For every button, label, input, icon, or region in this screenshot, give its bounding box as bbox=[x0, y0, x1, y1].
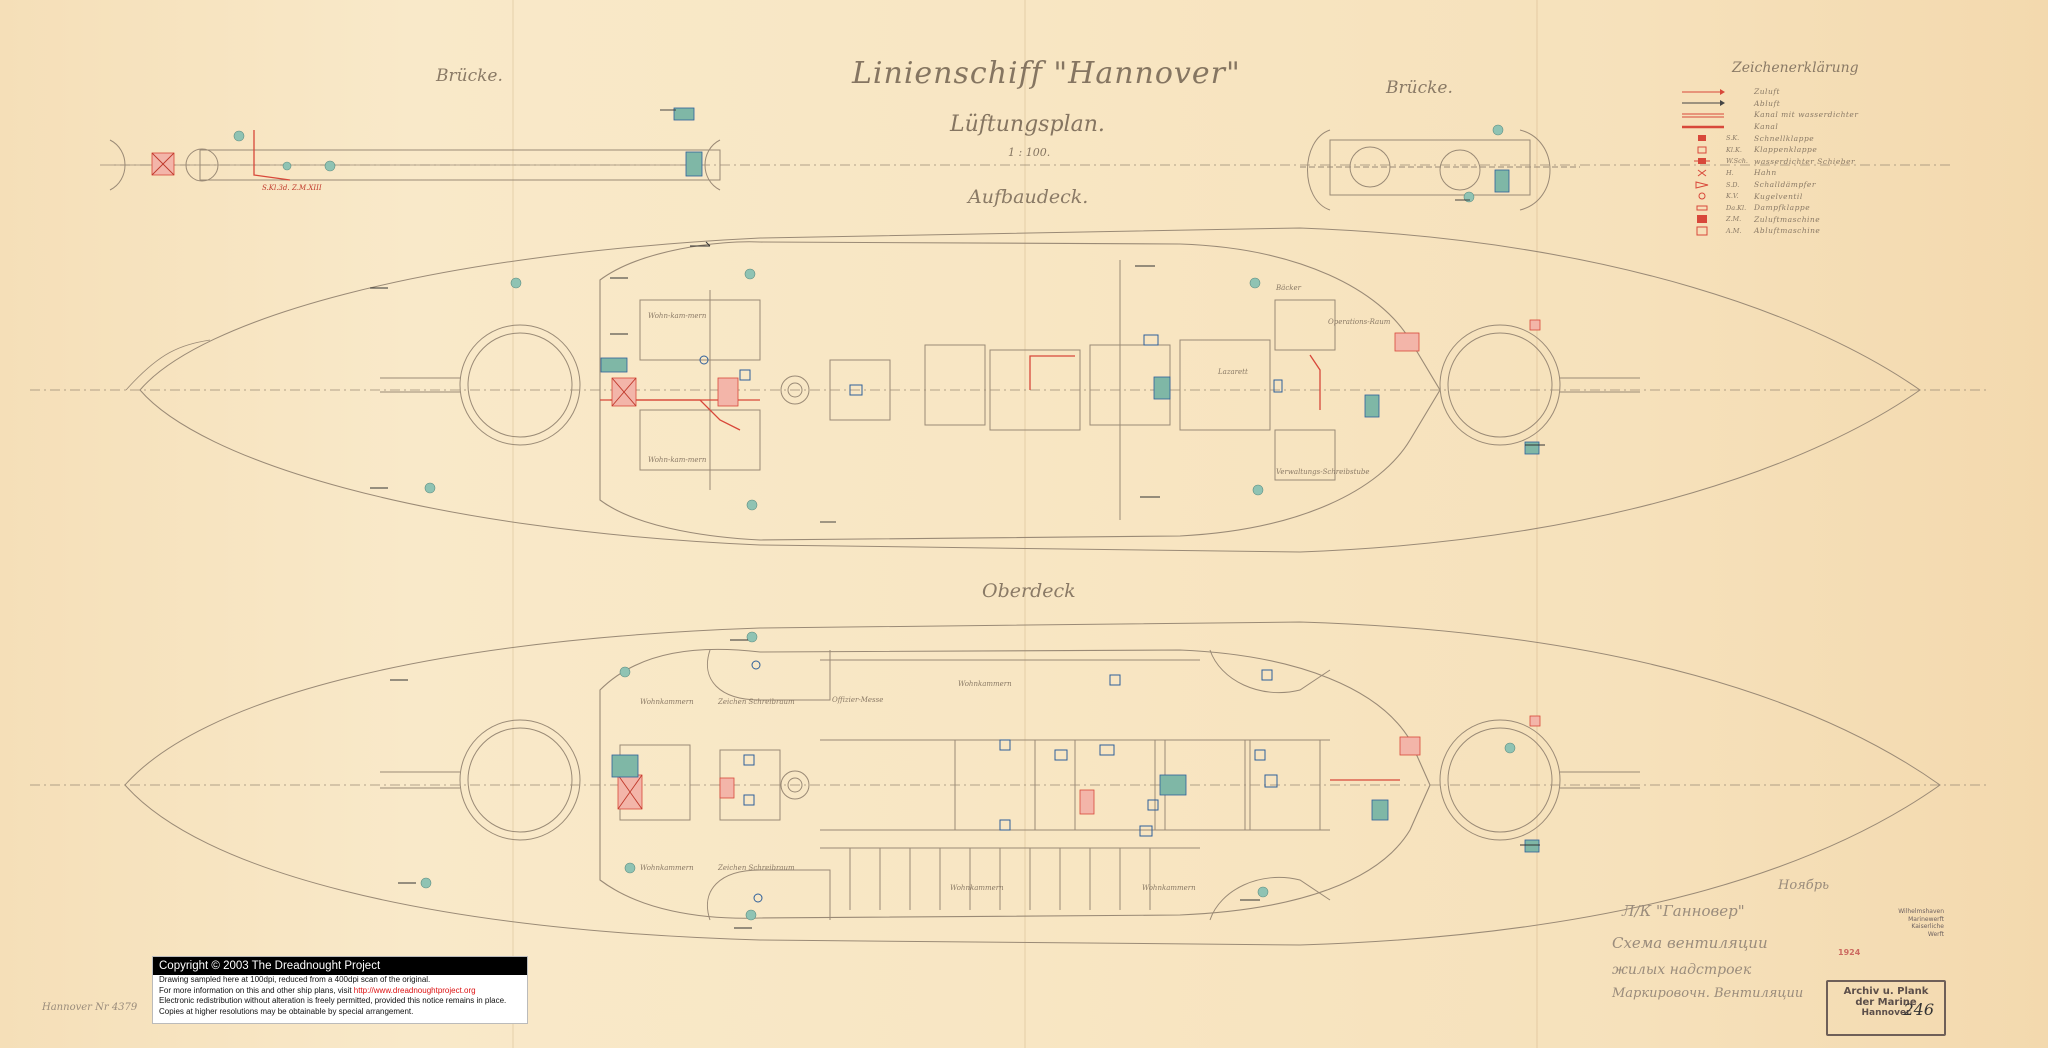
copyright-line: Drawing sampled here at 100dpi, reduced … bbox=[159, 975, 431, 984]
valves bbox=[699, 334, 1283, 903]
hull-outline-upper bbox=[124, 621, 1941, 946]
arrow-red-icon bbox=[1682, 88, 1725, 95]
supply-fan-icon bbox=[1697, 215, 1707, 224]
ventilator-group bbox=[233, 124, 1516, 921]
room-label: Wohn-kam-mern bbox=[648, 312, 707, 320]
room-label: Zeichen Schreibraum bbox=[718, 864, 795, 872]
silencer-icon bbox=[1695, 180, 1709, 189]
legend-row: Z.M. Zuluftmaschine bbox=[1680, 214, 1880, 226]
legend-row: Kanal mit wasserdichter bbox=[1680, 109, 1880, 121]
room-label: Wohnkammern bbox=[1142, 884, 1196, 892]
exhaust-fan-icon bbox=[1696, 226, 1708, 236]
ball-valve-icon bbox=[1698, 192, 1706, 200]
legend-row: Da.Kl. Dampfklappe bbox=[1680, 202, 1880, 214]
copyright-heading: Copyright © 2003 The Dreadnought Project bbox=[153, 957, 527, 975]
bridge-markings: S.Kl.3d. Z.M.XIII bbox=[262, 184, 322, 192]
room-label: Wohn-kam-mern bbox=[648, 456, 707, 464]
legend-title: Zeichenerklärung bbox=[1732, 60, 1859, 76]
channel-icon bbox=[1682, 125, 1724, 128]
cock-icon bbox=[1697, 169, 1707, 177]
legend-row: S.K. Schnellklappe bbox=[1680, 132, 1880, 144]
hull-outline-superstructure bbox=[139, 227, 1921, 553]
website-link[interactable]: http://www.dreadnoughtproject.org bbox=[353, 985, 476, 995]
room-label: Wohnkammern bbox=[958, 680, 1012, 688]
deck-label-upper: Oberdeck bbox=[982, 580, 1076, 602]
turret-fore bbox=[459, 324, 581, 446]
legend-row: K.V. Kugelventil bbox=[1680, 190, 1880, 202]
steam-flap-icon bbox=[1696, 205, 1708, 211]
arrow-dark-icon bbox=[1682, 100, 1725, 107]
handwritten-note: Схема вентиляции bbox=[1612, 934, 1768, 952]
channel-watertight-icon bbox=[1682, 113, 1724, 118]
funnel bbox=[780, 375, 810, 405]
supply-fans bbox=[151, 152, 1541, 815]
handwritten-note: Маркировочн. Вентиляции bbox=[1612, 986, 1804, 1001]
bridge-label-right: Brücke. bbox=[1386, 78, 1453, 98]
archive-number: 246 bbox=[1903, 1000, 1934, 1019]
supply-fan-crosses bbox=[151, 152, 643, 810]
copyright-line: Copies at higher resolutions may be obta… bbox=[159, 1006, 414, 1016]
shipyard-stamp: Wilhelmshaven Marinewerft Kaiserliche We… bbox=[1898, 908, 1944, 938]
deckhouse-superstructure bbox=[599, 241, 1441, 541]
drawing-scale: 1 : 100. bbox=[1008, 146, 1051, 159]
room-label: Offizier-Messe bbox=[832, 696, 884, 704]
turret-fore-upper bbox=[459, 719, 581, 841]
paper-fold bbox=[1024, 0, 1026, 1048]
room-label: Operations-Raum bbox=[1328, 318, 1391, 326]
turret-aft-upper bbox=[1439, 719, 1561, 841]
exhaust-fans bbox=[600, 107, 1540, 853]
copyright-notice: Copyright © 2003 The Dreadnought Project… bbox=[152, 956, 528, 1024]
copyright-line: Electronic redistribution without altera… bbox=[159, 996, 507, 1005]
paper-fold bbox=[512, 0, 514, 1048]
airflow-arrows bbox=[370, 109, 1545, 929]
room-label: Wohnkammern bbox=[640, 864, 694, 872]
deck-label-superstructure: Aufbaudeck. bbox=[968, 186, 1089, 208]
legend-row: H. Hahn bbox=[1680, 167, 1880, 179]
deckhouse-upper bbox=[599, 648, 1431, 919]
red-stamp: 1924 bbox=[1838, 948, 1861, 957]
room-label: Bäcker bbox=[1276, 284, 1301, 292]
paper-fold bbox=[1536, 0, 1538, 1048]
drawing-subtitle: Lüftungsplan. bbox=[950, 112, 1105, 137]
handwritten-note: жилых надстроек bbox=[1612, 962, 1752, 978]
room-label: Wohnkammern bbox=[950, 884, 1004, 892]
archive-stamp: Archiv u. Plank der Marine Hannover 246 bbox=[1826, 980, 1946, 1036]
flap-icon bbox=[1697, 146, 1707, 154]
room-label: Wohnkammern bbox=[640, 698, 694, 706]
legend-row: A.M. Abluftmaschine bbox=[1680, 225, 1880, 237]
legend-row: W.Sch. wasserdichter Schieber bbox=[1680, 156, 1880, 168]
copyright-line: For more information on this and other s… bbox=[159, 985, 476, 995]
quick-flap-icon bbox=[1698, 135, 1706, 142]
legend-row: Zuluft bbox=[1680, 86, 1880, 98]
drawing-title: Linienschiff "Hannover" bbox=[852, 56, 1241, 91]
turret-aft bbox=[1439, 324, 1561, 446]
svg-text:Z.M.XIII: Z.M.XIII bbox=[291, 184, 322, 192]
room-label: Verwaltungs-Schreibstube bbox=[1276, 468, 1370, 476]
drawing-number: Hannover Nr 4379 bbox=[42, 1002, 138, 1013]
slide-valve-icon bbox=[1694, 158, 1710, 165]
bridge-label-left: Brücke. bbox=[436, 66, 503, 86]
svg-text:S.Kl.3d.: S.Kl.3d. bbox=[262, 184, 290, 192]
legend-row: Kl.K. Klappenklappe bbox=[1680, 144, 1880, 156]
room-label: Lazarett bbox=[1218, 368, 1248, 376]
legend-row: S.D. Schalldämpfer bbox=[1680, 179, 1880, 191]
legend-row: Kanal bbox=[1680, 121, 1880, 133]
legend: Zuluft Abluft Kanal mit wasserdichter Ka… bbox=[1680, 86, 1880, 237]
room-label: Zeichen Schreibraum bbox=[718, 698, 795, 706]
legend-row: Abluft bbox=[1680, 98, 1880, 110]
supply-ducts bbox=[253, 130, 1400, 781]
handwritten-note: Ноябрь bbox=[1778, 878, 1830, 893]
handwritten-note: Л/К "Ганновер" bbox=[1622, 902, 1745, 920]
